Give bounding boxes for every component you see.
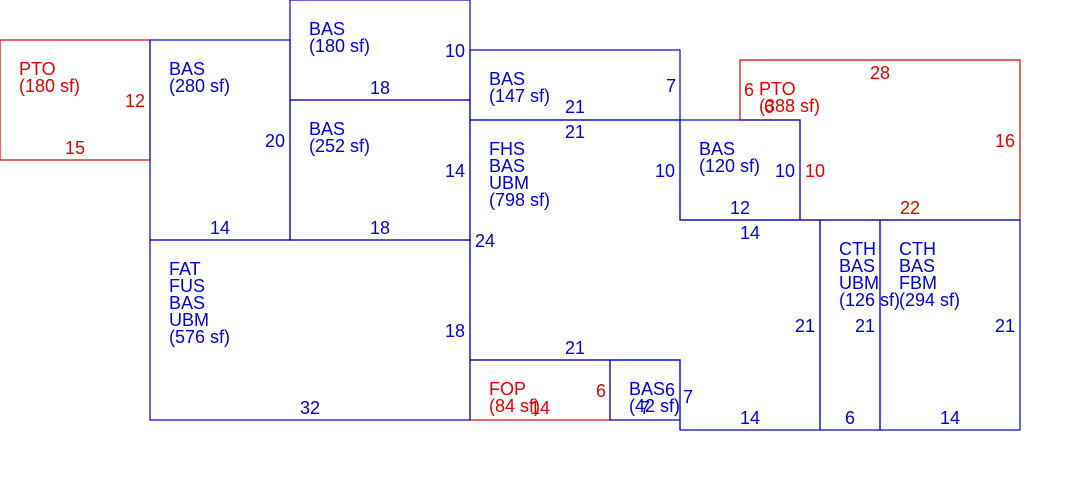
fat-576-outline (149, 239, 471, 421)
dim-bas280-w: 14 (210, 218, 230, 238)
dim-fhs-ext-w: 14 (740, 223, 760, 243)
dim-fhs-left: 24 (475, 231, 495, 251)
dim-bas42-h2: 7 (683, 387, 693, 407)
dim-cth126-h: 21 (855, 316, 875, 336)
dim-pto-right-step-w: 6 (764, 97, 774, 117)
bas-120-outline (679, 119, 801, 221)
dim-bas120-w: 12 (730, 198, 750, 218)
dim-pto-left-w: 15 (65, 138, 85, 158)
dim-fhs-ext-h: 21 (795, 316, 815, 336)
dim-pto-right-bottom: 22 (900, 198, 920, 218)
dim-fhs-right: 10 (655, 161, 675, 181)
dim-bas147-w: 21 (565, 97, 585, 117)
dim-fhs-bottom: 21 (565, 338, 585, 358)
dim-fat-w: 32 (300, 398, 320, 418)
dim-bas252-w: 18 (370, 218, 390, 238)
dim-cth126-w: 6 (845, 408, 855, 428)
dim-cth294-w: 14 (940, 408, 960, 428)
area-label-pto-right: PTO(388 sf) (759, 79, 820, 116)
area-label-bas-42: BAS(42 sf) (629, 379, 680, 416)
area-label-bas-252: BAS(252 sf) (309, 119, 370, 156)
area-label-bas-180: BAS(180 sf) (309, 19, 370, 56)
dim-fop-h: 6 (596, 381, 606, 401)
area-label-pto-left: PTO(180 sf) (19, 59, 80, 96)
dim-cth294-h: 21 (995, 316, 1015, 336)
area-label-fop-84: FOP(84 sf) (489, 379, 540, 416)
dim-pto-right-h: 16 (995, 131, 1015, 151)
dim-pto-right-w: 28 (870, 63, 890, 83)
dim-fhs-ext-bottom: 14 (740, 408, 760, 428)
dim-bas42-h1: 6 (665, 380, 675, 400)
area-label-bas-147: BAS(147 sf) (489, 69, 550, 106)
dim-pto-right-step-h: 6 (744, 80, 754, 100)
dim-bas252-h: 14 (445, 161, 465, 181)
dim-bas42-w: 7 (640, 398, 650, 418)
dim-fat-h: 18 (445, 321, 465, 341)
dim-fop-w: 14 (530, 398, 550, 418)
dim-bas180-h: 10 (445, 41, 465, 61)
cth-294-outline (879, 219, 1021, 431)
dim-fhs-top: 21 (565, 122, 585, 142)
dim-bas120-h: 10 (775, 161, 795, 181)
area-label-bas-280: BAS(280 sf) (169, 59, 230, 96)
dim-bas280-h: 20 (265, 131, 285, 151)
area-label-bas-120: BAS(120 sf) (699, 139, 760, 176)
dim-bas180-w: 18 (370, 78, 390, 98)
dim-pto-right-inner: 10 (805, 161, 825, 181)
bas-42-outline (609, 359, 681, 430)
dim-bas147-h: 7 (666, 76, 676, 96)
dim-pto-left-h: 12 (125, 91, 145, 111)
